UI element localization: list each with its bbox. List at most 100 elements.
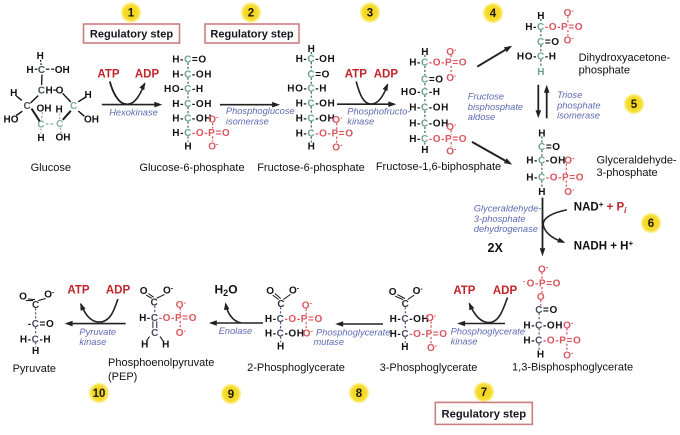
svg-text:Glyceraldehyde-: Glyceraldehyde-: [597, 154, 677, 166]
svg-text:kinase: kinase: [347, 117, 374, 127]
svg-text:H: H: [277, 341, 284, 352]
svg-text:O: O: [56, 86, 64, 97]
svg-text:1: 1: [128, 8, 135, 20]
svg-text:Phosphoglucose: Phosphoglucose: [226, 106, 295, 116]
svg-text:H-C-O-P=O: H-C-O-P=O: [409, 58, 467, 69]
svg-text:H-C-OH: H-C-OH: [390, 314, 430, 325]
svg-text:H-C-O-P=O: H-C-O-P=O: [172, 128, 230, 139]
svg-text:Regulatory step: Regulatory step: [90, 29, 173, 41]
svg-text:3-Phosphoglycerate: 3-Phosphoglycerate: [380, 362, 478, 374]
svg-text:H-C-O-P=O: H-C-O-P=O: [265, 314, 323, 325]
svg-text:Fructose-6-phosphate: Fructose-6-phosphate: [257, 162, 365, 174]
svg-text:H-C-OH: H-C-OH: [296, 54, 336, 65]
svg-text:Fructose-1,6-biphosphate: Fructose-1,6-biphosphate: [376, 161, 501, 173]
svg-text:Dihydroxyacetone-: Dihydroxyacetone-: [579, 52, 671, 64]
svg-text:H: H: [10, 88, 17, 99]
svg-text:HO: HO: [4, 115, 19, 126]
svg-text:5: 5: [631, 99, 638, 111]
svg-text:8: 8: [356, 388, 363, 400]
svg-text:H-C-OH: H-C-OH: [409, 119, 449, 130]
svg-text:H-C-OH: H-C-OH: [172, 113, 212, 124]
svg-text:H-C-O-P=O: H-C-O-P=O: [390, 329, 448, 340]
svg-text:H-C-O-P=O: H-C-O-P=O: [296, 129, 354, 140]
svg-text:H: H: [45, 86, 52, 97]
svg-text:phosphate: phosphate: [556, 101, 600, 111]
svg-text:HO-C-H: HO-C-H: [287, 84, 327, 95]
svg-text:H-C-OH: H-C-OH: [296, 98, 336, 109]
svg-text:ADP: ADP: [493, 285, 518, 297]
svg-text:isomerase: isomerase: [226, 116, 269, 126]
svg-text:ADP: ADP: [135, 69, 160, 81]
svg-text:Phosphoglycerate: Phosphoglycerate: [316, 328, 390, 338]
svg-text:HO-C-H: HO-C-H: [517, 52, 557, 63]
svg-text:C: C: [151, 328, 158, 339]
svg-text:H-C-OH: H-C-OH: [172, 99, 212, 110]
svg-text:H-C-O-P=O: H-C-O-P=O: [139, 313, 197, 324]
svg-text:H-C=O: H-C=O: [172, 55, 206, 66]
svg-text:ATP: ATP: [453, 285, 475, 297]
svg-text:aldose: aldose: [468, 112, 495, 122]
svg-text:Glyceraldehyde-: Glyceraldehyde-: [474, 204, 542, 214]
svg-text:3: 3: [367, 8, 373, 20]
svg-text:C: C: [70, 101, 77, 112]
svg-text:isomerase: isomerase: [557, 111, 600, 121]
svg-text:kinase: kinase: [79, 337, 106, 347]
svg-text:Pyruvate: Pyruvate: [79, 327, 116, 337]
svg-text:10: 10: [93, 388, 106, 400]
svg-text:H-C-O-P=O: H-C-O-P=O: [526, 173, 584, 184]
svg-text:1,3-Bisphosphoglycerate: 1,3-Bisphosphoglycerate: [512, 361, 633, 373]
svg-text:Regulatory step: Regulatory step: [210, 29, 293, 41]
svg-text:2X: 2X: [488, 241, 504, 255]
svg-text:H: H: [162, 340, 169, 351]
svg-text:ADP: ADP: [106, 285, 131, 297]
svg-text:bisphosphate: bisphosphate: [468, 102, 523, 112]
svg-text:OH: OH: [55, 65, 70, 76]
svg-text:H-C-OH: H-C-OH: [265, 329, 305, 340]
svg-text:dehydrogenase: dehydrogenase: [474, 224, 538, 234]
svg-text:H-C-OH: H-C-OH: [296, 113, 336, 124]
svg-text:H: H: [401, 342, 408, 353]
svg-text:HO-C-H: HO-C-H: [164, 84, 204, 95]
svg-text:H: H: [184, 142, 191, 153]
svg-text:Fructose: Fructose: [468, 92, 504, 102]
svg-text:OH: OH: [56, 133, 71, 144]
svg-text:H-C-OH: H-C-OH: [526, 156, 566, 167]
svg-text:Phosphofructo-: Phosphofructo-: [347, 107, 410, 117]
svg-text:phosphate: phosphate: [579, 65, 630, 77]
svg-text:H-C-OH: H-C-OH: [172, 69, 212, 80]
svg-text:Glucose-6-phosphate: Glucose-6-phosphate: [139, 162, 244, 174]
svg-text:Phosphoenolpyruvate: Phosphoenolpyruvate: [108, 357, 214, 369]
svg-text:H-C-OH: H-C-OH: [409, 103, 449, 114]
svg-text:3-phosphate: 3-phosphate: [597, 167, 658, 179]
svg-text:H: H: [84, 90, 91, 101]
svg-text:Regulatory step: Regulatory step: [442, 409, 527, 421]
svg-text:7: 7: [481, 387, 487, 399]
svg-text:OH: OH: [37, 103, 52, 114]
svg-text:mutase: mutase: [314, 337, 345, 347]
svg-text:C: C: [38, 65, 45, 76]
svg-text:H: H: [537, 350, 544, 361]
svg-text:H-C-O-P=O: H-C-O-P=O: [525, 22, 583, 33]
svg-text:Phosphoglycerate: Phosphoglycerate: [451, 327, 525, 337]
svg-text:2-Phosphoglycerate: 2-Phosphoglycerate: [247, 362, 345, 374]
svg-text:Pyruvate: Pyruvate: [13, 363, 56, 375]
svg-text:3-phosphate: 3-phosphate: [474, 214, 526, 224]
svg-text:NADH + H+: NADH + H+: [574, 239, 634, 253]
svg-text:ATP: ATP: [67, 285, 89, 297]
svg-text:H-C-O-P=O: H-C-O-P=O: [409, 134, 467, 145]
svg-text:HO-C-H: HO-C-H: [401, 87, 441, 98]
svg-text:Glucose: Glucose: [31, 162, 71, 174]
svg-text:(PEP): (PEP): [108, 371, 137, 383]
svg-text:H: H: [538, 187, 545, 198]
svg-text:OH: OH: [84, 114, 99, 125]
svg-text:H: H: [26, 65, 33, 76]
svg-text:H: H: [32, 346, 39, 357]
svg-text:H-C-OH: H-C-OH: [523, 320, 563, 331]
svg-text:C: C: [23, 101, 30, 112]
svg-text:C: C: [38, 86, 45, 97]
svg-text:Enolase: Enolase: [219, 326, 253, 336]
svg-text:H: H: [37, 133, 44, 144]
svg-text:4: 4: [490, 8, 497, 20]
svg-text:H-C-O-P=O: H-C-O-P=O: [523, 336, 581, 347]
svg-text:H: H: [308, 142, 315, 153]
